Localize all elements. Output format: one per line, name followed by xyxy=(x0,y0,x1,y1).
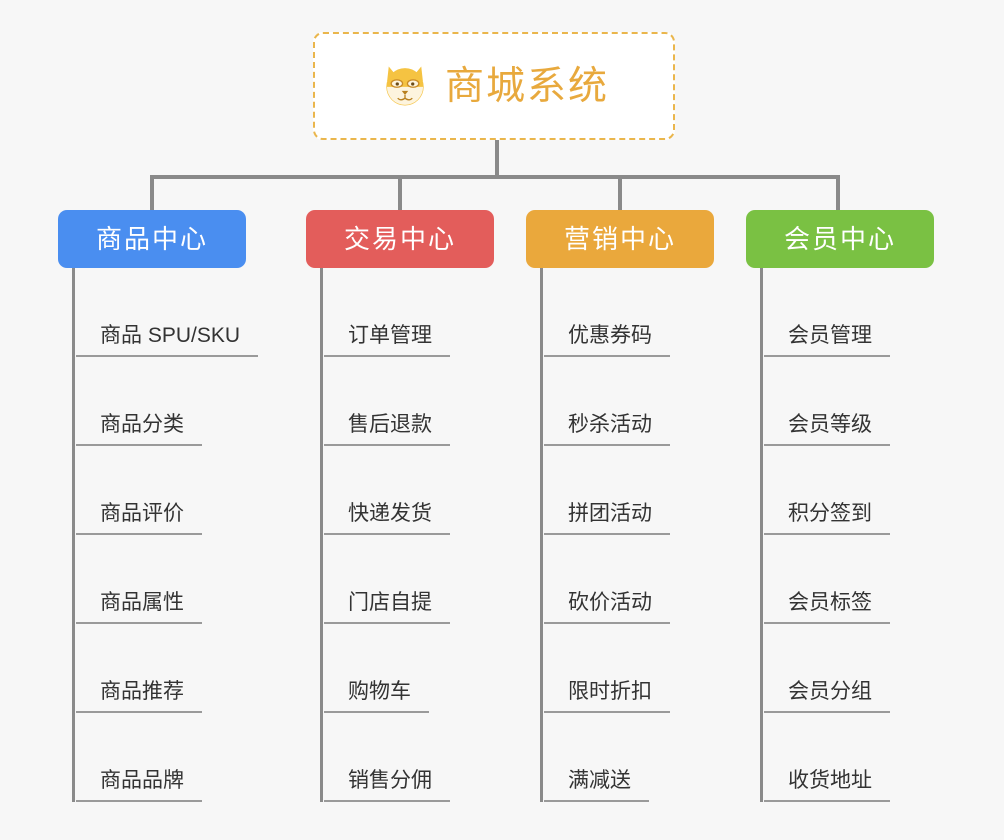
leaf-label: 优惠券码 xyxy=(544,325,670,357)
leaf-label: 商品品牌 xyxy=(76,770,202,802)
leaf-list-member-center: 会员管理 会员等级 积分签到 会员标签 会员分组 收货地址 xyxy=(760,268,934,802)
leaf-label: 会员管理 xyxy=(764,325,890,357)
leaf-label: 积分签到 xyxy=(764,503,890,535)
leaf-item[interactable]: 满减送 xyxy=(540,713,714,802)
leaf-label: 秒杀活动 xyxy=(544,414,670,446)
branch-member-center: 会员中心 会员管理 会员等级 积分签到 会员标签 会员分组 收货地址 xyxy=(746,210,934,802)
leaf-label: 会员等级 xyxy=(764,414,890,446)
connector-drop-3 xyxy=(618,175,622,210)
root-title: 商城系统 xyxy=(444,64,609,108)
leaf-label: 快递发货 xyxy=(324,503,450,535)
leaf-label: 拼团活动 xyxy=(544,503,670,535)
category-label: 交易中心 xyxy=(343,224,456,254)
leaf-spine xyxy=(72,268,75,802)
category-header-trade-center[interactable]: 交易中心 xyxy=(306,210,494,268)
leaf-label: 商品推荐 xyxy=(76,681,202,713)
branch-product-center: 商品中心 商品 SPU/SKU 商品分类 商品评价 商品属性 商品推荐 商品品牌 xyxy=(58,210,259,802)
leaf-item[interactable]: 商品属性 xyxy=(72,535,246,624)
connector-root-stem xyxy=(495,140,499,178)
branch-marketing-center: 营销中心 优惠券码 秒杀活动 拼团活动 砍价活动 限时折扣 满减送 xyxy=(526,210,714,802)
leaf-label: 订单管理 xyxy=(324,325,450,357)
leaf-item[interactable]: 门店自提 xyxy=(320,535,494,624)
leaf-spine xyxy=(760,268,763,802)
leaf-label: 销售分佣 xyxy=(324,770,450,802)
leaf-item[interactable]: 收货地址 xyxy=(760,713,934,802)
leaf-item[interactable]: 拼团活动 xyxy=(540,446,714,535)
leaf-label: 购物车 xyxy=(324,681,429,713)
leaf-label: 商品评价 xyxy=(76,503,202,535)
leaf-list-product-center: 商品 SPU/SKU 商品分类 商品评价 商品属性 商品推荐 商品品牌 xyxy=(72,268,259,802)
leaf-item[interactable]: 砍价活动 xyxy=(540,535,714,624)
leaf-label: 会员分组 xyxy=(764,681,890,713)
category-label: 会员中心 xyxy=(783,224,896,254)
leaf-item[interactable]: 购物车 xyxy=(320,624,494,713)
leaf-item[interactable]: 售后退款 xyxy=(320,357,494,446)
shiba-dog-face-icon xyxy=(386,66,424,106)
leaf-label: 满减送 xyxy=(544,770,649,802)
leaf-item[interactable]: 秒杀活动 xyxy=(540,357,714,446)
root-node[interactable]: 商城系统 xyxy=(313,32,675,140)
leaf-item[interactable]: 商品分类 xyxy=(72,357,246,446)
connector-drop-2 xyxy=(398,175,402,210)
leaf-item[interactable]: 会员分组 xyxy=(760,624,934,713)
leaf-label: 商品 SPU/SKU xyxy=(76,325,259,357)
leaf-label: 商品分类 xyxy=(76,414,202,446)
leaf-label: 商品属性 xyxy=(76,592,202,624)
leaf-spine xyxy=(320,268,323,802)
leaf-item[interactable]: 积分签到 xyxy=(760,446,934,535)
leaf-item[interactable]: 订单管理 xyxy=(320,268,494,357)
leaf-label: 售后退款 xyxy=(324,414,450,446)
leaf-item[interactable]: 商品品牌 xyxy=(72,713,246,802)
leaf-label: 会员标签 xyxy=(764,592,890,624)
leaf-item[interactable]: 商品评价 xyxy=(72,446,246,535)
category-header-member-center[interactable]: 会员中心 xyxy=(746,210,934,268)
category-label: 营销中心 xyxy=(563,224,676,254)
leaf-item[interactable]: 限时折扣 xyxy=(540,624,714,713)
leaf-label: 砍价活动 xyxy=(544,592,670,624)
leaf-spine xyxy=(540,268,543,802)
leaf-item[interactable]: 会员等级 xyxy=(760,357,934,446)
leaf-item[interactable]: 销售分佣 xyxy=(320,713,494,802)
connector-drop-4 xyxy=(836,175,840,210)
leaf-item[interactable]: 商品推荐 xyxy=(72,624,246,713)
category-header-marketing-center[interactable]: 营销中心 xyxy=(526,210,714,268)
leaf-item[interactable]: 优惠券码 xyxy=(540,268,714,357)
connector-drop-1 xyxy=(150,175,154,210)
leaf-item[interactable]: 商品 SPU/SKU xyxy=(72,268,259,357)
branch-trade-center: 交易中心 订单管理 售后退款 快递发货 门店自提 购物车 销售分佣 xyxy=(306,210,494,802)
leaf-item[interactable]: 会员管理 xyxy=(760,268,934,357)
leaf-label: 门店自提 xyxy=(324,592,450,624)
leaf-list-trade-center: 订单管理 售后退款 快递发货 门店自提 购物车 销售分佣 xyxy=(320,268,494,802)
leaf-list-marketing-center: 优惠券码 秒杀活动 拼团活动 砍价活动 限时折扣 满减送 xyxy=(540,268,714,802)
leaf-item[interactable]: 会员标签 xyxy=(760,535,934,624)
category-header-product-center[interactable]: 商品中心 xyxy=(58,210,246,268)
leaf-label: 收货地址 xyxy=(764,770,890,802)
category-label: 商品中心 xyxy=(95,224,208,254)
leaf-item[interactable]: 快递发货 xyxy=(320,446,494,535)
leaf-label: 限时折扣 xyxy=(544,681,670,713)
connector-horizontal-bus xyxy=(150,175,840,179)
